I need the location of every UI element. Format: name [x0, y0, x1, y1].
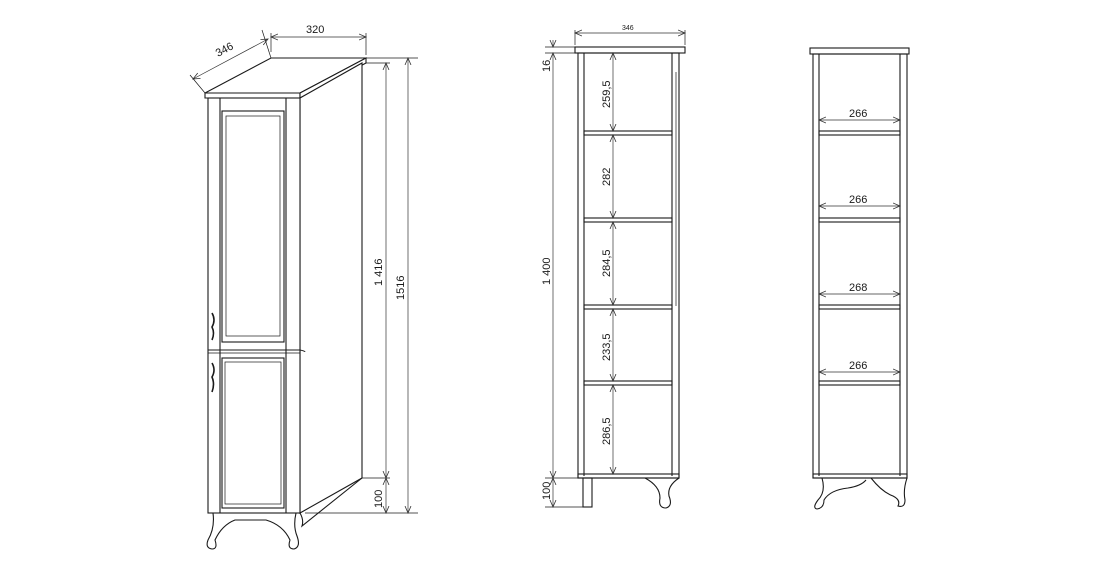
front-leg-height-label: 100 [541, 482, 553, 500]
perspective-total-height-label: 1516 [395, 276, 407, 300]
side-shelf-4-width-label: 266 [849, 360, 867, 372]
perspective-leg-height-label: 100 [373, 490, 385, 508]
front-body-height-label: 1 400 [541, 257, 553, 285]
perspective-width-label: 320 [306, 24, 324, 36]
side-shelf-2-width-label: 266 [849, 194, 867, 206]
shelf-gap-5-label: 286,5 [601, 417, 613, 445]
front-top-thickness-label: 16 [541, 60, 553, 72]
side-view: 266 266 268 266 [809, 47, 910, 510]
side-shelf-3-width-label: 268 [849, 282, 867, 294]
perspective-body-height-label: 1 416 [373, 258, 385, 286]
shelf-gap-4-label: 233,5 [601, 333, 613, 361]
perspective-view: 346 320 1 416 1516 100 [189, 24, 418, 550]
perspective-depth-label: 346 [214, 40, 236, 59]
shelf-gap-3-label: 284,5 [601, 249, 613, 277]
front-view: 346 16 1 400 100 259,5 282 284,5 233,5 2… [541, 25, 685, 509]
side-shelf-1-width-label: 266 [849, 108, 867, 120]
front-top-width-label: 346 [622, 25, 634, 32]
shelf-gap-2-label: 282 [601, 168, 613, 186]
shelf-gap-1-label: 259,5 [601, 80, 613, 108]
